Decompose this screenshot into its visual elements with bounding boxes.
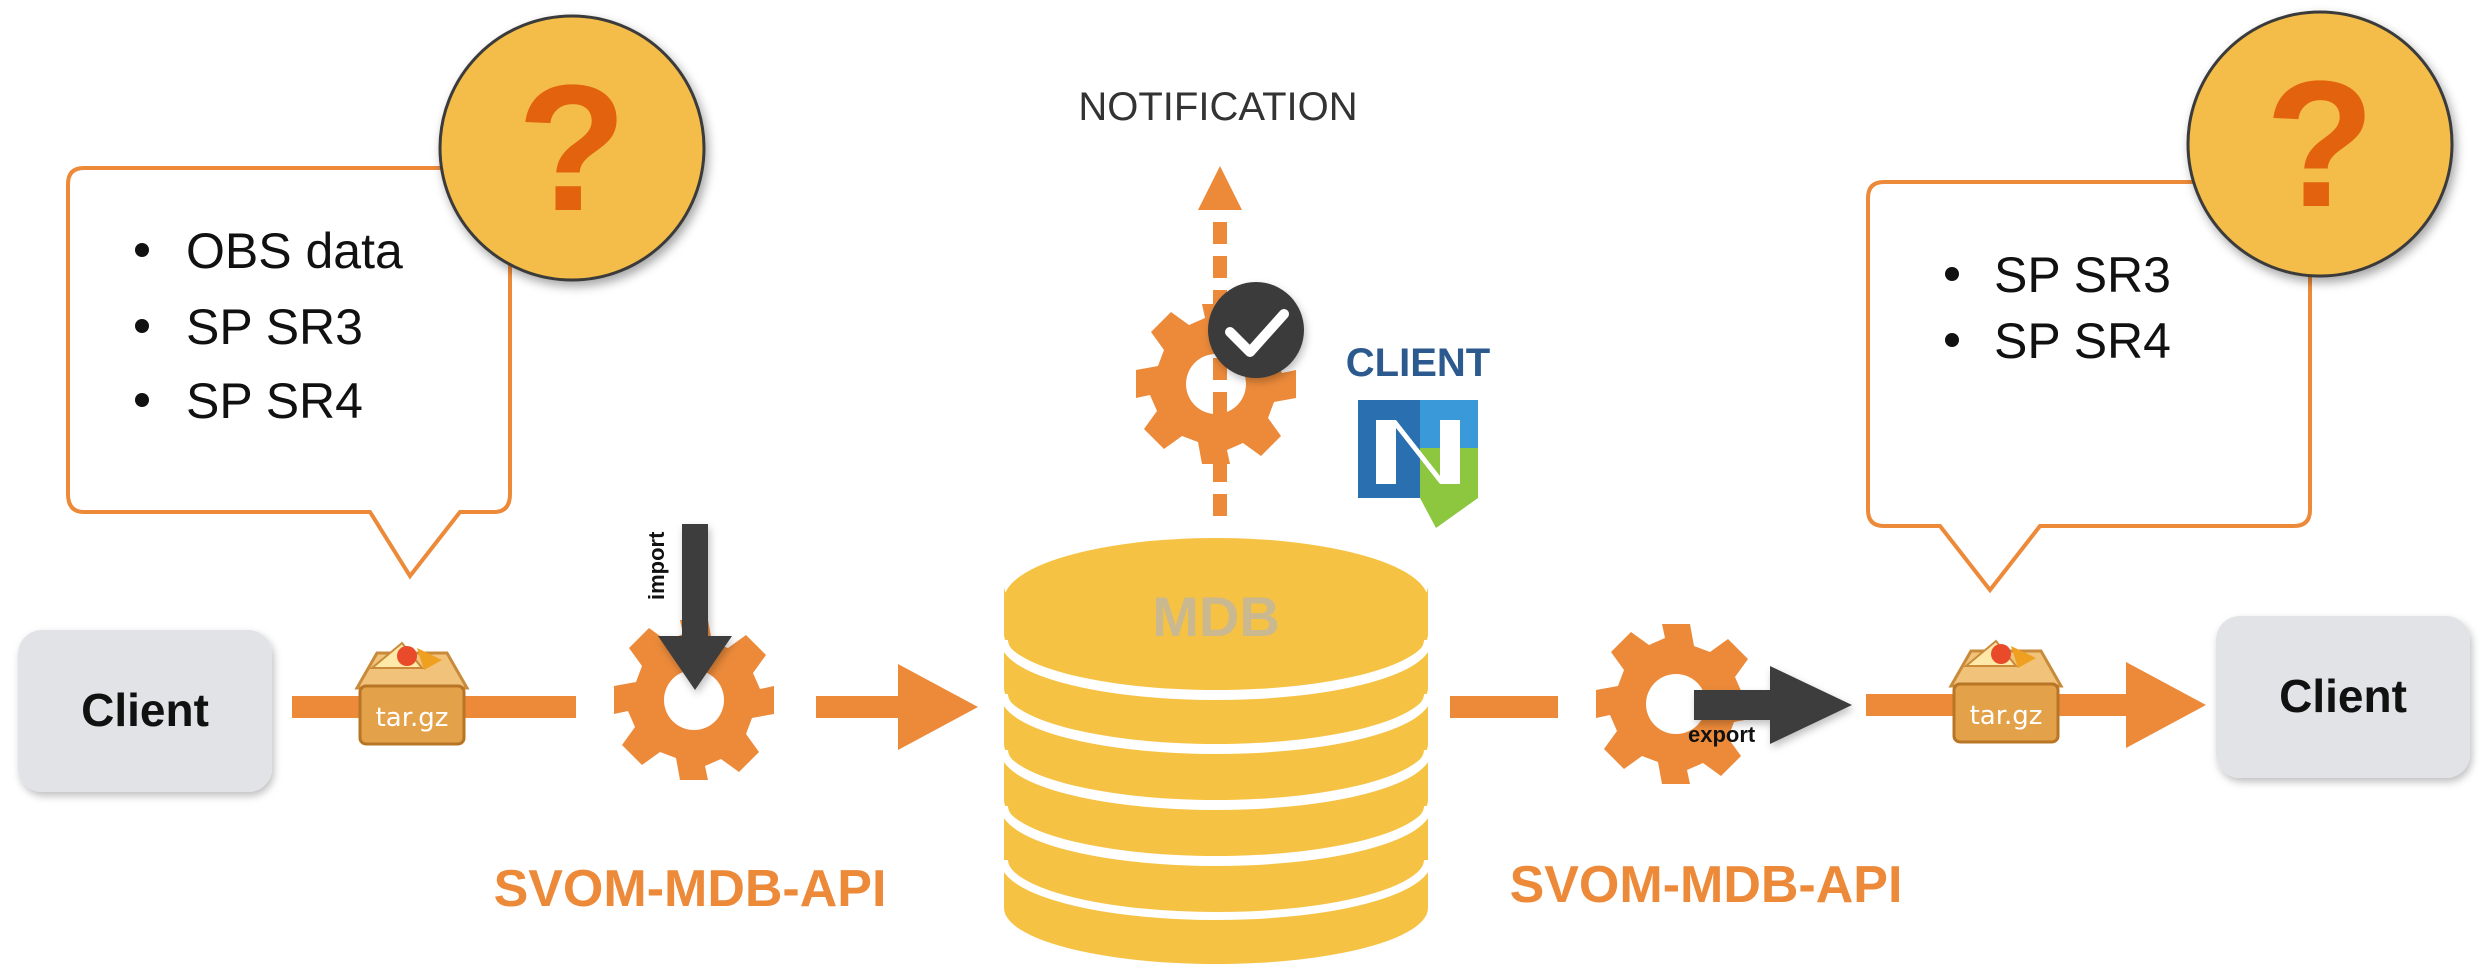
notification-label: NOTIFICATION (1078, 85, 1357, 129)
right-archive-label: tar.gz (1970, 701, 2043, 731)
bullet-dot (1945, 333, 1959, 347)
checkmark-icon (1208, 282, 1304, 378)
export-arrow (1694, 666, 1852, 744)
flow-arrow (2126, 662, 2206, 748)
client-brand-logo (1358, 400, 1478, 528)
question-mark-icon (2186, 10, 2454, 278)
right-question-badge (2186, 10, 2454, 278)
left-bullet-1: OBS data (186, 223, 403, 279)
left-client-box[interactable] (18, 630, 272, 792)
bullet-dot (1945, 267, 1959, 281)
left-bullet-3: SP SR4 (186, 373, 363, 429)
right-callout: SP SR3 SP SR4 (1866, 180, 2312, 594)
right-bullet-1: SP SR3 (1994, 247, 2171, 303)
export-label: export (1688, 722, 1756, 747)
left-bullet-2: SP SR3 (186, 299, 363, 355)
left-question-badge (438, 14, 706, 282)
bullet-dot (135, 393, 149, 407)
database-icon (1000, 538, 1432, 964)
left-callout: OBS data SP SR3 SP SR4 (66, 166, 512, 580)
database-label: MDB (1152, 585, 1280, 648)
bullet-dot (135, 243, 149, 257)
flow-line (1450, 696, 1558, 718)
left-api-label: SVOM-MDB-API (494, 860, 887, 918)
right-client-box[interactable] (2216, 616, 2470, 778)
import-arrow (658, 524, 732, 690)
left-archive-label: tar.gz (376, 703, 449, 733)
bullet-dot (135, 319, 149, 333)
right-client-label: Client (2279, 670, 2407, 722)
right-question-mark: ? (2265, 44, 2375, 245)
client-brand-label: CLIENT (1346, 341, 1490, 385)
left-client-label: Client (81, 684, 209, 736)
question-mark-icon (438, 14, 706, 282)
right-api-label: SVOM-MDB-API (1510, 856, 1903, 914)
left-question-mark: ? (517, 48, 627, 249)
right-bullet-2: SP SR4 (1994, 313, 2171, 369)
import-label: import (644, 531, 669, 600)
flow-arrow (816, 664, 978, 750)
